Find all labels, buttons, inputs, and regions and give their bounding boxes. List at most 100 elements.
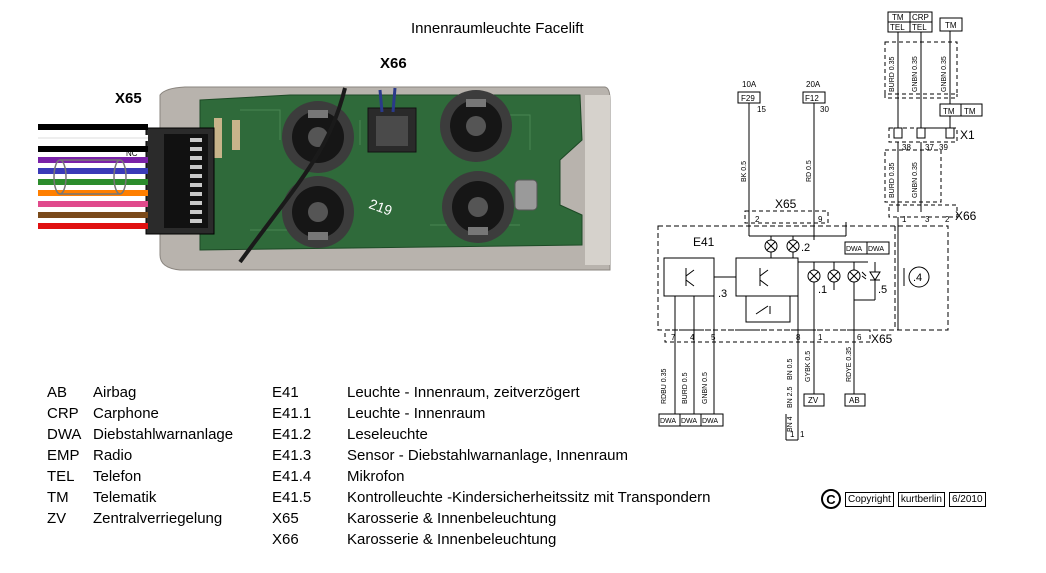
wire-label-bn-25: BN 2.5 (787, 386, 794, 408)
module-dwa-1: DWA (846, 246, 862, 253)
abbr-text: Zentralverriegelung (93, 510, 223, 527)
abbr-code: TEL (47, 468, 75, 485)
box-tm (939, 17, 963, 32)
x1-pin-38: 38 (902, 143, 911, 152)
x65-bottom-pin-6: 6 (857, 333, 862, 342)
sub-label-1: .1 (818, 284, 827, 296)
abbr-code: DWA (47, 426, 82, 443)
abbr-code: ZV (47, 510, 67, 527)
diagram-title: Innenraumleuchte Facelift (411, 20, 584, 37)
component-text: Karosserie & Innenbeleuchtung (347, 510, 557, 527)
wire-label-gnbn-top-1: GNBN 0.35 (912, 56, 919, 92)
x65-bottom-pin-8: 8 (796, 333, 801, 342)
fuse-amps-1: 10A (742, 80, 757, 89)
component-code: E41.4 (272, 468, 312, 485)
connector-pin (190, 138, 202, 142)
x1-pin-37: 37 (925, 143, 934, 152)
box-label-tm: TM (892, 13, 904, 22)
component-code: E41.5 (272, 489, 312, 506)
x65-top-label: X65 (775, 197, 797, 211)
fuse-name-2: F12 (805, 94, 819, 103)
abbr-code: CRP (47, 405, 79, 422)
e41-housing (657, 225, 949, 331)
box-label-tel-1: TEL (890, 23, 905, 32)
socket-bottom-right (442, 171, 514, 243)
nc-label: NC (126, 149, 138, 158)
ground-label-1: 1 (790, 430, 795, 439)
component-text: Sensor - Diebstahlwarnanlage, Innenraum (347, 447, 628, 464)
component-code: E41.2 (272, 426, 312, 443)
connector-pin (190, 219, 202, 223)
component-code: E41 (272, 384, 299, 401)
wire-label-bn-4: BN 4 (787, 416, 794, 432)
component-text: Leseleuchte (347, 426, 428, 443)
connector-pin (190, 183, 202, 187)
x1-pin-39: 39 (939, 143, 948, 152)
lamp-e41-2 (764, 239, 800, 253)
sub-label-4: .4 (913, 272, 922, 284)
cable (238, 87, 347, 264)
x65-bottom-pin-1: 1 (818, 333, 823, 342)
component-code: X66 (272, 531, 299, 548)
bottom-box-dwa-1: DWA (660, 418, 676, 425)
x65-top-pin-2: 2 (755, 215, 760, 224)
component-e41-label: E41 (693, 235, 715, 249)
wire-label-bk: BK 0.5 (741, 161, 748, 182)
box-tm-tm (939, 103, 983, 117)
ground-label-2: 1 (800, 430, 805, 439)
sub-label-3: .3 (718, 288, 727, 300)
bottom-box-ab: AB (849, 396, 860, 405)
schematic-labels: 10A F29 15 20A F12 30 TM CRP TEL TEL TM … (660, 13, 977, 439)
schematic (657, 11, 983, 441)
x65-wire-bundle (38, 124, 148, 229)
component-text: Mikrofon (347, 468, 405, 485)
wire-label-rd: RD 0.5 (806, 160, 813, 182)
x66-pin-3: 3 (925, 215, 930, 224)
x66-label: X66 (955, 209, 977, 223)
component-text: Kontrolleuchte -Kindersicherheitssitz mi… (347, 489, 711, 506)
wire-label-rdye: RDYE 0.35 (846, 347, 853, 382)
component-text: Karosserie & Innenbeleuchtung (347, 531, 557, 548)
wire-label-rdbu: RDBU 0.35 (661, 368, 668, 404)
box-label-tm-b: TM (964, 107, 976, 116)
sub-label-2: .2 (801, 242, 810, 254)
x65-bottom-label: X65 (871, 332, 893, 346)
wire-label-gnbn-top-2: GNBN 0.35 (941, 56, 948, 92)
microphone-e41-4 (903, 266, 930, 288)
fuse-amps-2: 20A (806, 80, 821, 89)
copyright-notice: C Copyright kurtberlin 6/2010 (821, 489, 986, 509)
box-label-crp: CRP (912, 13, 929, 22)
x65-bottom-pin-5: 5 (711, 333, 716, 342)
box-label-tm-a: TM (943, 107, 955, 116)
abbr-code: EMP (47, 447, 80, 464)
connector-pin (190, 201, 202, 205)
socket-top-left (282, 101, 354, 173)
wire-label-burd-x66: BURD 0.35 (889, 162, 896, 198)
copyright-word: Copyright (845, 491, 894, 507)
abbr-text: Radio (93, 447, 133, 464)
board-marking: 219 (367, 196, 395, 219)
connector-pin (190, 174, 202, 178)
x65-top-pin-9: 9 (818, 215, 823, 224)
copyright-symbol: C (821, 489, 841, 509)
wire-label-gnbn-x66: GNBN 0.35 (912, 162, 919, 198)
sub-label-5: .5 (878, 284, 887, 296)
fuse-pin-1: 15 (757, 105, 766, 114)
e41-control (735, 257, 799, 297)
component-code: X65 (272, 510, 299, 527)
x1-label: X1 (960, 128, 975, 142)
component-code: E41.3 (272, 447, 312, 464)
wire-label-burd-bottom: BURD 0.5 (682, 372, 689, 404)
socket-bottom-left (282, 176, 354, 248)
x66-socket (367, 87, 417, 153)
box-label-tel-2: TEL (912, 23, 927, 32)
photo-label-x66: X66 (380, 55, 407, 72)
copyright-date: 6/2010 (948, 491, 986, 507)
e41-3-sensor (663, 257, 715, 297)
wire-label-bn-05: BN 0.5 (787, 358, 794, 380)
module-dwa-2: DWA (868, 246, 884, 253)
connector-pin (190, 210, 202, 214)
x66-pin-1: 1 (902, 215, 907, 224)
connector-pin (190, 165, 202, 169)
